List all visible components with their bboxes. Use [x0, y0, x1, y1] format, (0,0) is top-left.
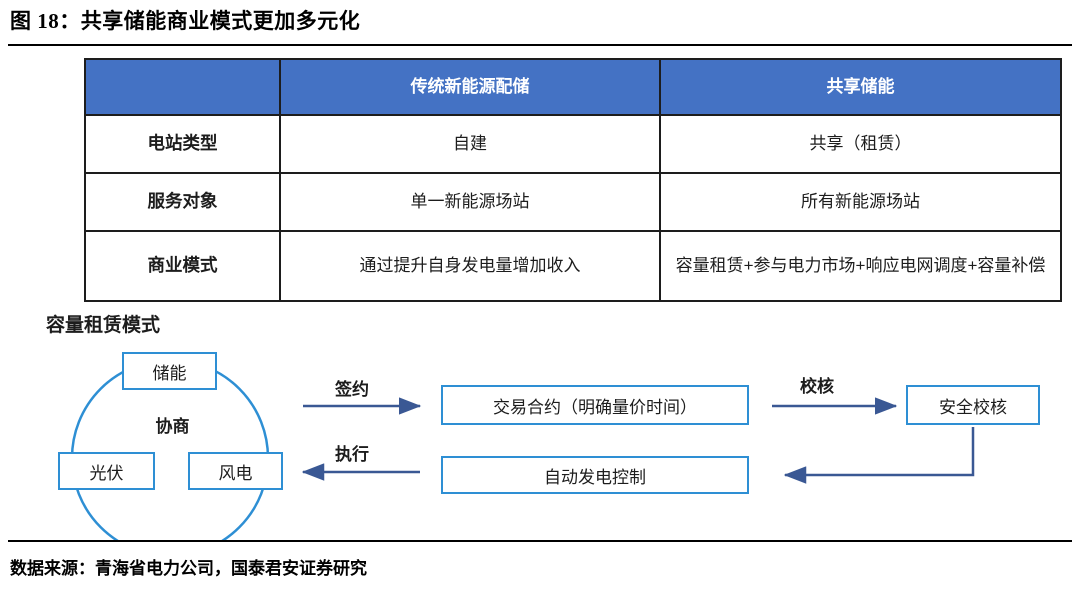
- node-pv: 光伏: [58, 452, 155, 490]
- node-trade-contract: 交易合约（明确量价时间）: [441, 385, 749, 425]
- node-pv-label: 光伏: [89, 463, 124, 483]
- cell-traditional-business-model: 通过提升自身发电量增加收入: [279, 230, 661, 302]
- comparison-table: 传统新能源配储 共享储能 电站类型 自建 共享（租赁） 服务对象 单一新能源场站…: [84, 58, 1062, 302]
- cell-shared-business-model: 容量租赁+参与电力市场+响应电网调度+容量补偿: [659, 230, 1062, 302]
- node-auto-generation-control: 自动发电控制: [441, 456, 749, 494]
- top-divider: [8, 44, 1072, 46]
- node-agc-label: 自动发电控制: [544, 467, 646, 487]
- sign-arrow-label: 签约: [335, 380, 369, 399]
- table-header-shared: 共享储能: [659, 58, 1062, 116]
- capacity-lease-diagram: 容量租赁模式 储能 光伏 风电 协商 签约 执行 校核 交易合约（明确量价时间）…: [0, 300, 1080, 540]
- row-label-business-model: 商业模式: [84, 230, 281, 302]
- cell-traditional-station-type: 自建: [279, 114, 661, 174]
- table-header-row: 传统新能源配储 共享储能: [84, 58, 1062, 116]
- node-safety-check-label: 安全校核: [939, 397, 1007, 417]
- table-header-corner: [84, 58, 281, 116]
- table-row: 商业模式 通过提升自身发电量增加收入 容量租赁+参与电力市场+响应电网调度+容量…: [84, 230, 1062, 302]
- source-note: 数据来源：青海省电力公司，国泰君安证券研究: [10, 559, 367, 578]
- execute-arrow-label: 执行: [335, 445, 369, 464]
- node-wind: 风电: [188, 452, 283, 490]
- bottom-divider: [8, 540, 1072, 542]
- node-trade-contract-label: 交易合约（明确量价时间）: [493, 397, 697, 417]
- table-row: 电站类型 自建 共享（租赁）: [84, 114, 1062, 174]
- node-storage-label: 储能: [152, 363, 187, 383]
- negotiation-label: 协商: [155, 417, 190, 436]
- row-label-station-type: 电站类型: [84, 114, 281, 174]
- return-elbow-arrow-icon: [783, 427, 975, 484]
- row-label-service-target: 服务对象: [84, 172, 281, 232]
- node-wind-label: 风电: [218, 463, 253, 483]
- node-safety-check: 安全校核: [906, 385, 1040, 425]
- page-title: 图 18：共享储能商业模式更加多元化: [10, 9, 361, 33]
- table-row: 服务对象 单一新能源场站 所有新能源场站: [84, 172, 1062, 232]
- verify-arrow-label: 校核: [800, 377, 834, 396]
- table-header-traditional: 传统新能源配储: [279, 58, 661, 116]
- cell-shared-service-target: 所有新能源场站: [659, 172, 1062, 232]
- node-storage: 储能: [122, 352, 217, 390]
- diagram-heading: 容量租赁模式: [46, 315, 161, 336]
- cell-shared-station-type: 共享（租赁）: [659, 114, 1062, 174]
- cell-traditional-service-target: 单一新能源场站: [279, 172, 661, 232]
